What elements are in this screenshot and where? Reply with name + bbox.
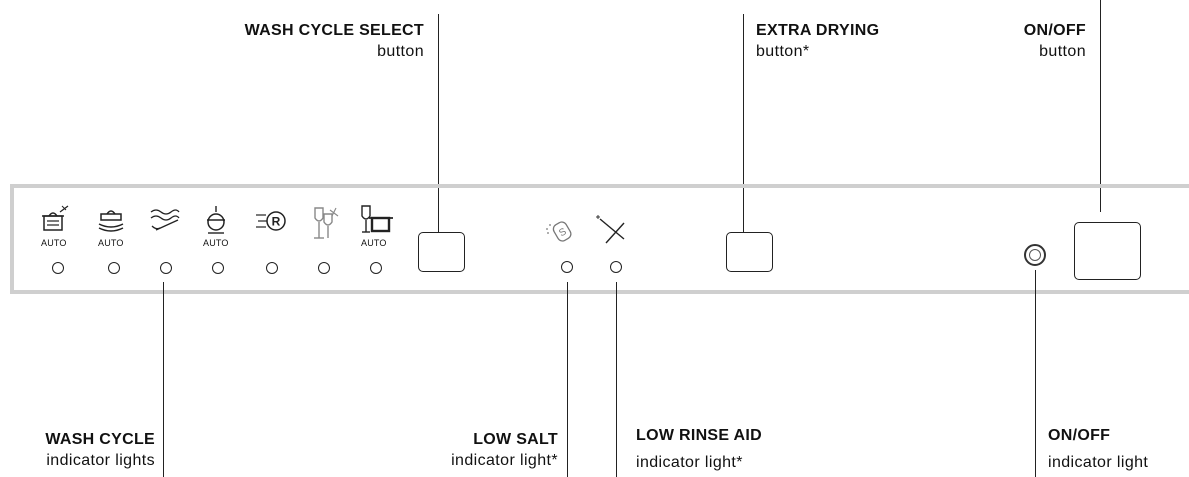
extra-drying-label: EXTRA DRYING button* bbox=[756, 20, 879, 62]
low-salt-led bbox=[561, 261, 573, 273]
on-off-button-label: ON/OFF button bbox=[1024, 20, 1086, 62]
low-salt-title: LOW SALT bbox=[473, 431, 558, 448]
low-rinse-aid-leader bbox=[616, 282, 617, 477]
low-salt-label: LOW SALT indicator light* bbox=[451, 429, 558, 471]
wash-cycle-lights-title: WASH CYCLE bbox=[45, 431, 155, 448]
wash-cycle-led-1 bbox=[52, 262, 64, 274]
wash-cycle-lights-sub: indicator lights bbox=[46, 452, 155, 469]
auto-label-4: AUTO bbox=[203, 238, 229, 248]
wash-cycle-select-leader bbox=[438, 14, 439, 232]
auto-label-7: AUTO bbox=[361, 238, 387, 248]
on-off-button-leader bbox=[1100, 0, 1101, 212]
wash-cycle-led-2 bbox=[108, 262, 120, 274]
wash-cycle-led-7 bbox=[370, 262, 382, 274]
rinse-waves-icon bbox=[150, 209, 180, 231]
heavy-pot-auto-icon bbox=[42, 205, 69, 231]
salt-icon: S bbox=[546, 221, 572, 242]
wash-cycle-lights-leader bbox=[163, 282, 164, 477]
extra-drying-title: EXTRA DRYING bbox=[756, 22, 880, 39]
on-off-button-title: ON/OFF bbox=[1023, 22, 1086, 39]
auto-label-1: AUTO bbox=[41, 238, 67, 248]
on-off-light-sub: indicator light bbox=[1048, 454, 1149, 471]
wash-cycle-select-sub: button bbox=[377, 43, 424, 60]
wash-cycle-led-3 bbox=[160, 262, 172, 274]
on-off-light-label: ON/OFF indicator light bbox=[1048, 425, 1148, 473]
glasses-icon bbox=[314, 207, 339, 239]
on-off-indicator-light bbox=[1024, 244, 1046, 266]
low-rinse-aid-title: LOW RINSE AID bbox=[636, 427, 762, 444]
wash-cycle-led-5 bbox=[266, 262, 278, 274]
low-rinse-aid-sub: indicator light* bbox=[636, 454, 743, 471]
on-off-button-sub: button bbox=[1039, 43, 1086, 60]
control-panel bbox=[10, 184, 1189, 294]
wash-cycle-led-4 bbox=[212, 262, 224, 274]
on-off-button[interactable] bbox=[1074, 222, 1141, 280]
extra-drying-leader bbox=[743, 14, 744, 232]
auto-label-2: AUTO bbox=[98, 238, 124, 248]
low-rinse-aid-led bbox=[610, 261, 622, 273]
low-rinse-aid-label: LOW RINSE AID indicator light* bbox=[636, 425, 762, 473]
on-off-light-leader bbox=[1035, 270, 1036, 477]
wash-cycle-select-title: WASH CYCLE SELECT bbox=[244, 22, 424, 39]
extra-drying-button[interactable] bbox=[726, 232, 773, 272]
wash-cycle-lights-label: WASH CYCLE indicator lights bbox=[45, 429, 155, 471]
extra-drying-sub: button* bbox=[756, 43, 810, 60]
wash-cycle-led-6 bbox=[318, 262, 330, 274]
rapid-r-icon: R bbox=[256, 211, 286, 231]
wash-cycle-select-button[interactable] bbox=[418, 232, 465, 272]
wash-cycle-select-label: WASH CYCLE SELECT button bbox=[245, 20, 424, 62]
normal-pot-auto-icon bbox=[98, 210, 124, 232]
on-off-light-title: ON/OFF bbox=[1048, 427, 1111, 444]
low-salt-sub: indicator light* bbox=[451, 452, 558, 469]
pot-glass-auto-icon bbox=[361, 205, 393, 233]
svg-text:S: S bbox=[557, 226, 569, 239]
low-salt-leader bbox=[567, 282, 568, 477]
svg-text:R: R bbox=[272, 215, 281, 229]
eco-lid-auto-icon bbox=[207, 206, 225, 234]
rinse-aid-sparkle-icon bbox=[596, 215, 625, 244]
